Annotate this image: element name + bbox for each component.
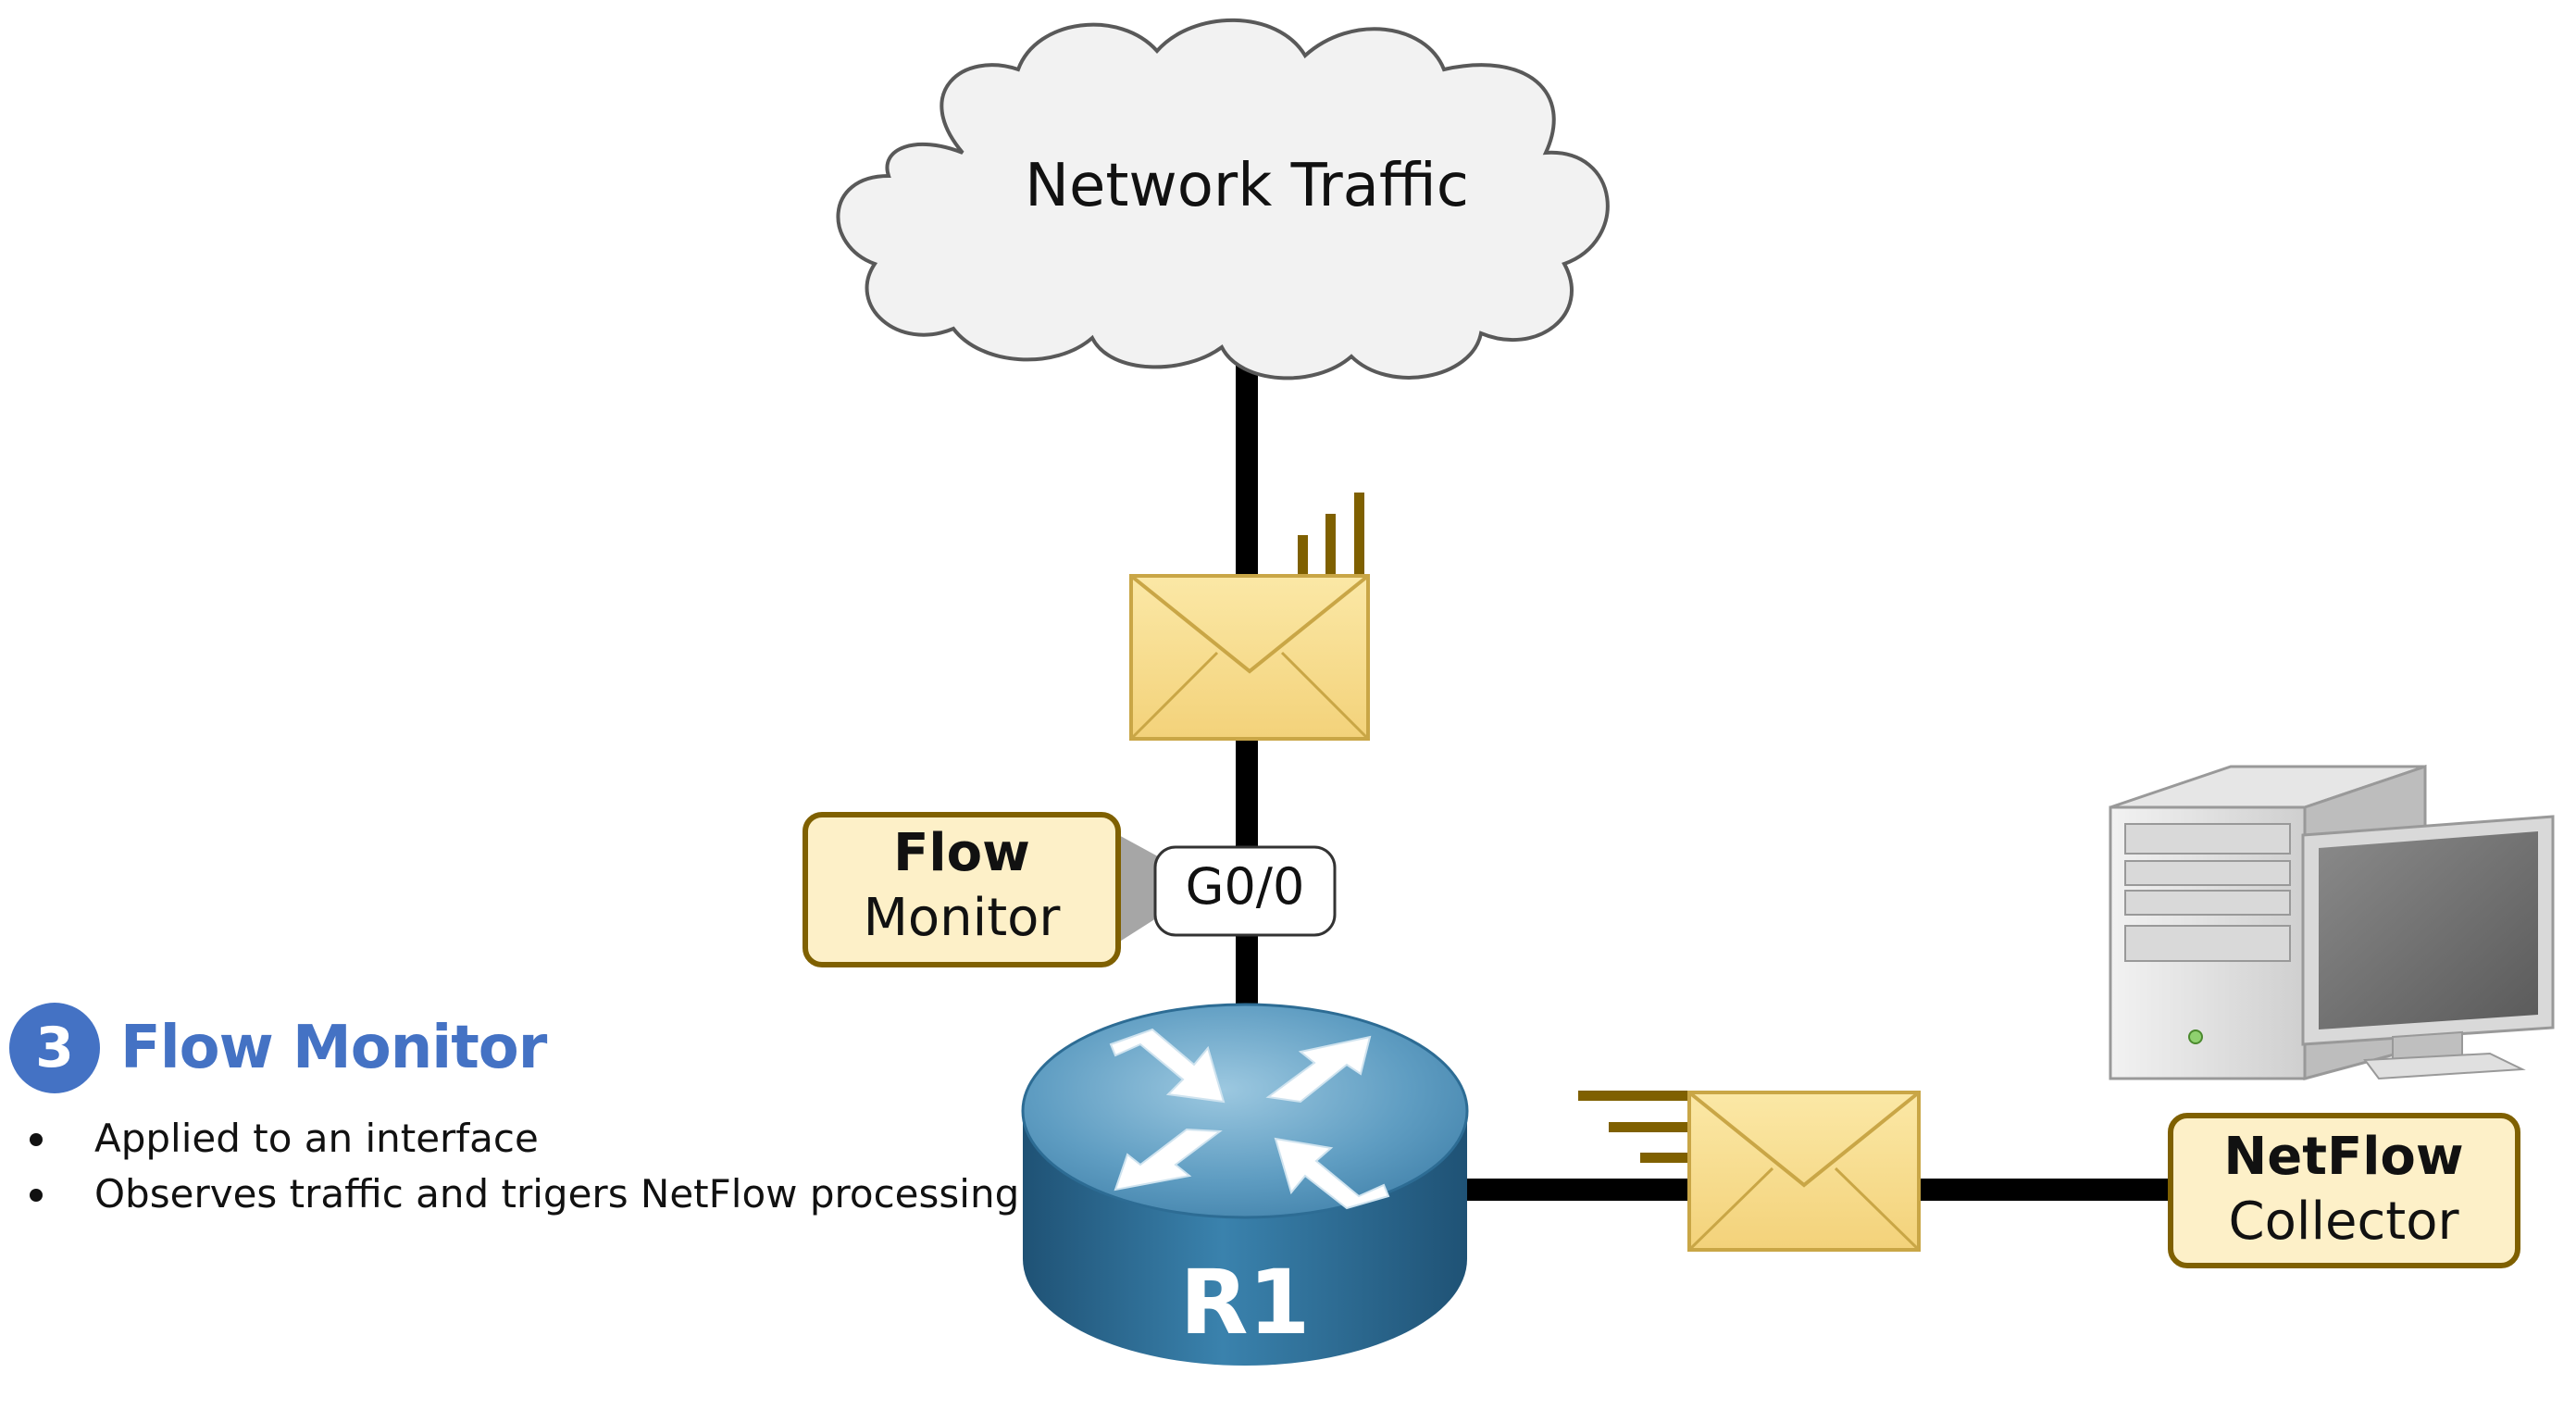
- legend-bullet-list: Applied to an interface Observes traffic…: [9, 1111, 1074, 1222]
- collector-label-bold: NetFlow: [2223, 1127, 2463, 1187]
- router-r1: R1: [1021, 1003, 1469, 1366]
- motion-lines-icon: [1578, 1091, 1691, 1163]
- flow-monitor-label: Monitor: [864, 888, 1062, 948]
- interface-label: G0/0: [1186, 857, 1305, 916]
- bullet-text: Observes traffic and trigers NetFlow pro…: [94, 1171, 1020, 1217]
- collector-label: Collector: [2229, 1192, 2460, 1252]
- bullet-icon: [30, 1133, 43, 1146]
- flow-monitor-callout-connector: [1115, 833, 1166, 944]
- flow-monitor-box: Flow Monitor: [803, 812, 1121, 967]
- list-item: Applied to an interface: [9, 1111, 1074, 1167]
- legend-header: 3 Flow Monitor: [9, 1002, 1074, 1094]
- router-label: R1: [1180, 1251, 1311, 1354]
- list-item: Observes traffic and trigers NetFlow pro…: [9, 1167, 1074, 1222]
- collector-computer-icon: [2109, 764, 2555, 1080]
- traffic-packet-envelope-icon: [1129, 574, 1370, 741]
- cloud-icon: [836, 18, 1610, 381]
- network-traffic-cloud: Network Traffic: [836, 18, 1610, 381]
- router-arrows-icon: [1109, 1028, 1390, 1210]
- step-legend: 3 Flow Monitor Applied to an interface O…: [9, 1002, 1074, 1222]
- signal-bars-icon: [1298, 493, 1364, 577]
- interface-label-g0-0: G0/0: [1153, 845, 1337, 937]
- flow-monitor-label-bold: Flow: [893, 823, 1030, 883]
- bullet-icon: [30, 1189, 43, 1202]
- legend-title: Flow Monitor: [120, 1014, 547, 1082]
- netflow-collector-box: NetFlow Collector: [2168, 1113, 2520, 1268]
- bullet-text: Applied to an interface: [94, 1116, 539, 1161]
- cloud-label: Network Traffic: [1025, 152, 1469, 220]
- router-top: [1021, 1003, 1469, 1219]
- step-number-badge: 3: [9, 1003, 100, 1093]
- export-packet-envelope-icon: [1687, 1091, 1921, 1252]
